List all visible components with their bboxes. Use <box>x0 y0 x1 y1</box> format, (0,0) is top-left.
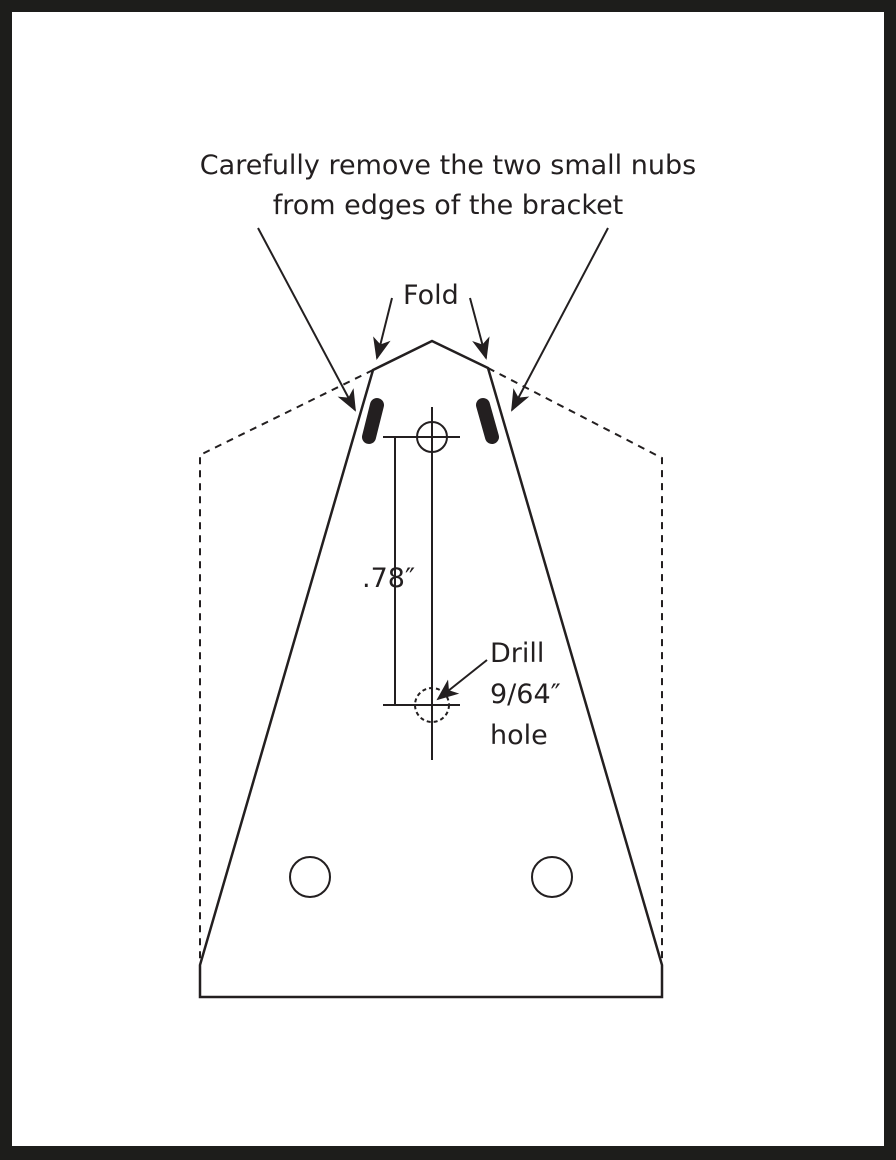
hole-left <box>289 856 331 898</box>
dimension-label: .78″ <box>362 563 416 594</box>
drill-arrow <box>436 659 488 701</box>
nub-arrow-right <box>511 227 609 412</box>
sheet <box>12 12 884 1146</box>
drill-label: Drill 9/64″ hole <box>490 633 561 756</box>
bracket-outline <box>198 339 664 999</box>
drill-hole-dashed <box>414 687 450 723</box>
fold-arrow-left <box>373 297 393 360</box>
dashed-flat-outline <box>199 367 663 965</box>
fold-arrow-right <box>469 297 490 360</box>
nub-left <box>362 398 384 444</box>
fold-label: Fold <box>403 280 459 311</box>
drill-label-line-1: Drill <box>490 638 545 669</box>
drill-label-line-2: 9/64″ <box>490 679 561 710</box>
caption-line-1: Carefully remove the two small nubs <box>199 150 697 181</box>
hole-right <box>531 856 573 898</box>
nub-right <box>476 398 499 444</box>
nub-instruction: Carefully remove the two small nubs from… <box>0 146 896 226</box>
drill-label-line-3: hole <box>490 720 548 751</box>
caption-line-2: from edges of the bracket <box>272 190 624 221</box>
nub-arrow-left <box>257 227 356 412</box>
